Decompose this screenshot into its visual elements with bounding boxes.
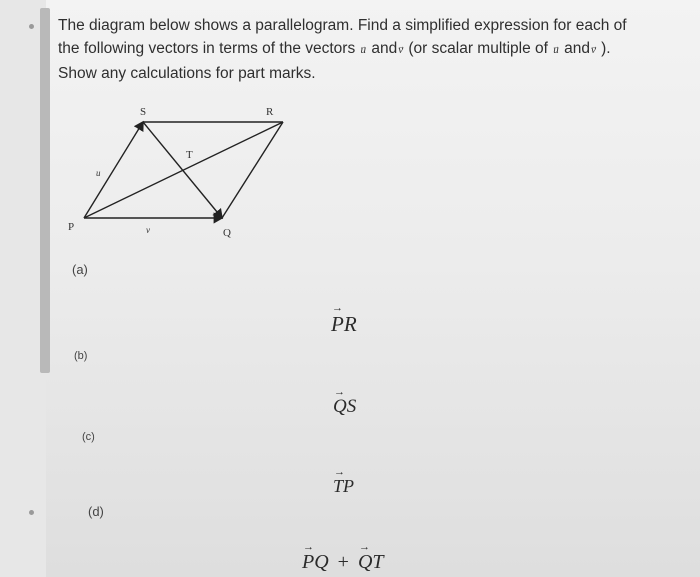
point-label-t: T	[186, 149, 193, 161]
point-label-s: S	[140, 106, 146, 118]
scrollbar[interactable]	[40, 8, 50, 373]
vector-v-symbol: v	[397, 44, 404, 56]
part-b-label: (b)	[74, 350, 88, 362]
part-a-expression: PR	[331, 302, 357, 337]
point-label-r: R	[266, 106, 274, 118]
vector-tp: TP	[333, 466, 354, 497]
point-label-p: P	[68, 221, 74, 233]
question-text-part: ).	[596, 40, 611, 57]
vector-label-v: v	[146, 225, 150, 235]
question-text-part: and	[367, 40, 398, 57]
part-b-expression: QS	[333, 386, 356, 418]
parallelogram-diagram: S R T P Q u v	[68, 106, 284, 239]
part-d-expression: PQ + QT	[302, 541, 384, 574]
vector-u-symbol: u	[360, 44, 368, 56]
vector-label-u: u	[96, 168, 101, 178]
plus-operator: +	[337, 551, 349, 573]
question-text: The diagram below shows a parallelogram.…	[58, 14, 658, 85]
left-gutter	[0, 0, 46, 577]
diagonal-pr	[83, 121, 284, 219]
part-d-label: (d)	[88, 504, 104, 519]
side-rq	[221, 121, 284, 219]
question-text-part: and	[559, 40, 590, 57]
side-ps-vector-u	[83, 120, 144, 219]
question-text-part: the following vectors in terms of the ve…	[58, 40, 360, 57]
part-a-label: (a)	[72, 262, 88, 277]
vector-v-symbol: v	[590, 44, 597, 56]
scroll-marker	[29, 24, 34, 29]
part-c-expression: TP	[333, 466, 354, 497]
point-label-q: Q	[223, 227, 231, 239]
part-c-label: (c)	[82, 431, 95, 443]
vector-pr: PR	[331, 302, 357, 337]
vector-pq: PQ	[302, 541, 329, 574]
vector-qt: QT	[358, 541, 384, 574]
vector-qs: QS	[333, 386, 356, 418]
question-line-3: Show any calculations for part marks.	[58, 65, 316, 82]
question-line-2: the following vectors in terms of the ve…	[58, 37, 658, 62]
question-text-part: (or scalar multiple of	[404, 40, 553, 57]
question-line-1: The diagram below shows a parallelogram.…	[58, 17, 627, 34]
vector-u-symbol: u	[552, 44, 560, 56]
diagonal-sq	[142, 121, 223, 220]
scroll-marker	[29, 510, 34, 515]
